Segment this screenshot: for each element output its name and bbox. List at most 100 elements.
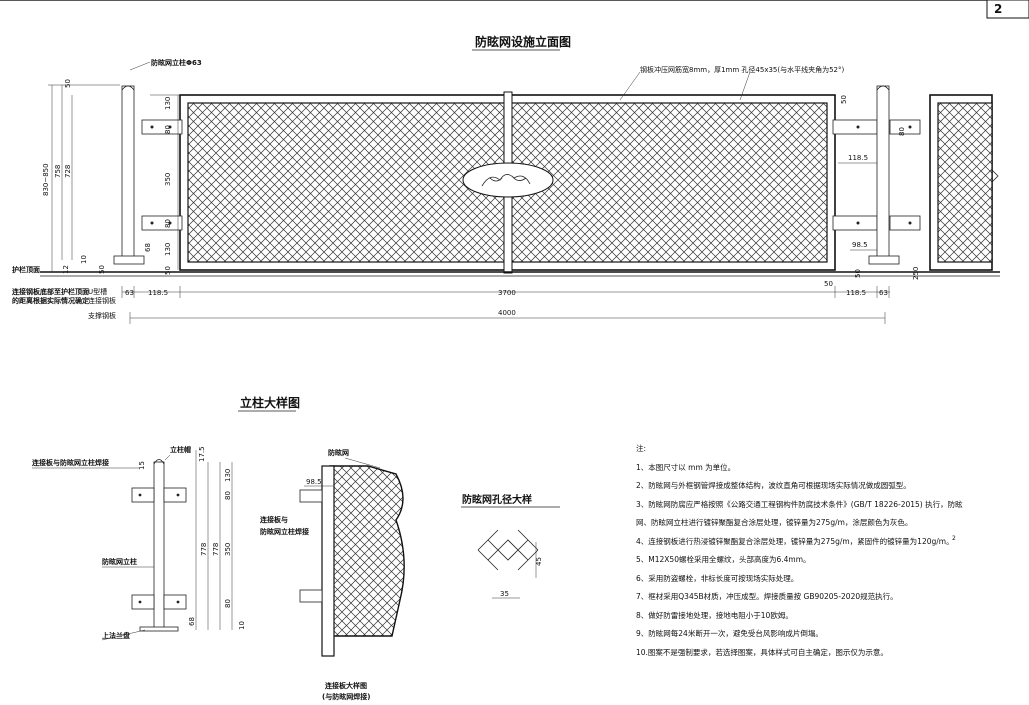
elevation-view: 防眩网设施立面图: [12, 34, 1000, 324]
dim-758: 758: [54, 165, 62, 178]
connect-plate-label: 连接钢板: [88, 296, 116, 305]
detail-post-label: 防眩网立柱: [102, 557, 137, 566]
plate-detail-dim: 98.5: [306, 478, 322, 486]
u-channel-label: U型槽: [88, 287, 107, 296]
plate-detail-caption-1: 连接板大样图: [325, 681, 367, 690]
plate-detail-connector-1: [299, 489, 323, 503]
dim-130-a: 130: [164, 97, 172, 110]
bolt-icon: [150, 221, 154, 225]
dim-12: 12: [62, 265, 70, 274]
left-plate-bottom: [141, 215, 183, 231]
dim-728: 728: [64, 165, 72, 178]
dim-50-d: 50: [164, 266, 172, 275]
bolt-icon: [176, 600, 180, 604]
leader-mesh-2: [739, 71, 751, 101]
detail-plate-l2: [131, 594, 155, 610]
dim-50-right: 50: [840, 95, 848, 104]
leader-plate-mesh: [344, 457, 381, 469]
bolt-icon: [168, 125, 172, 129]
plate-detail-weld-1: 连接板与: [260, 515, 288, 524]
bolt-icon: [856, 125, 860, 129]
right-plate-top-2: [889, 119, 921, 135]
plate-detail-view: 98.5 防眩网 连接板与 防眩网立柱焊接 连接板大样图 (与防眩网焊接): [260, 448, 405, 701]
dim-4000: 4000: [498, 309, 516, 317]
elevation-title: 防眩网设施立面图: [475, 34, 571, 49]
page-number-box: [986, 0, 1029, 19]
note-3: 3、防眩网防腐应严格按照《公路交通工程钢构件防腐技术条件》(GB/T 18226…: [636, 499, 963, 509]
dim-350: 350: [164, 173, 172, 186]
dim-118-right: 118.5: [848, 154, 868, 162]
bolt-icon: [150, 125, 154, 129]
plate-detail-caption-2: (与防眩网焊接): [322, 692, 370, 701]
connection-label-1: 连接钢板底部至护栏顶面: [12, 287, 89, 296]
dim-total: 830~850: [42, 163, 50, 196]
dim-10: 10: [80, 255, 88, 264]
break-mark: [991, 169, 999, 183]
dim-118-bottom: 118.5: [846, 289, 866, 297]
post-label: 防眩网立柱Φ63: [151, 58, 202, 67]
hole-detail-title: 防眩网孔径大样: [462, 493, 532, 506]
support-plate-label: 支撑钢板: [88, 311, 116, 320]
note-3-cont: 网、防眩网立柱进行镀锌聚酯复合涂层处理，镀锌量为275g/m，涂层颜色为灰色。: [636, 517, 912, 527]
detail-dim-15: 15: [138, 461, 146, 470]
detail-dim-350: 350: [224, 543, 232, 556]
note-4: 4、连接钢板进行热浸镀锌聚酯复合涂层处理，镀锌量为275g/m，紧固件的镀锌量为…: [636, 536, 954, 546]
note-7: 7、框材采用Q345B材质，冲压成型。焊接质量按 GB90205-2020规范执…: [636, 591, 898, 601]
left-post: [121, 85, 135, 262]
bolt-icon: [138, 600, 142, 604]
hole-detail-view: 防眩网孔径大样 45 35: [461, 493, 560, 599]
right-post-cap: [876, 85, 890, 91]
right-post-base: [868, 255, 900, 265]
leader-mesh: [619, 71, 641, 101]
detail-dim-778-b: 778: [212, 543, 220, 556]
dim-118-left: 118.5: [148, 289, 168, 297]
leader-post: [129, 61, 151, 71]
dim-98: 98.5: [852, 241, 868, 249]
next-mesh: [937, 102, 993, 263]
bolt-icon: [176, 493, 180, 497]
left-post-base: [113, 255, 145, 265]
detail-dim-778-a: 778: [200, 543, 208, 556]
plate-detail-weld-2: 防眩网立柱焊接: [260, 527, 309, 536]
bolt-icon: [856, 221, 860, 225]
note-superscript: 2: [952, 535, 956, 542]
plate-detail-mesh: [329, 465, 405, 637]
plate-detail-connector-2: [299, 589, 323, 603]
dim-50-rb: 50: [854, 269, 862, 278]
note-2: 2、防眩网与外框钢管焊接成整体结构，波纹直角可根据现场实际情况做成圆弧型。: [636, 480, 911, 490]
dim-50-c: 50: [98, 265, 106, 274]
right-plate-top: [832, 119, 878, 135]
detail-weld-label: 连接板与防眩网立柱焊接: [32, 458, 109, 467]
detail-plate-l1: [131, 487, 155, 503]
detail-post: [153, 461, 165, 631]
detail-plate-r2: [163, 594, 187, 610]
detail-dim-80-b: 80: [224, 599, 232, 608]
bolt-icon: [138, 493, 142, 497]
detail-flange: [139, 626, 179, 632]
dim-50-bottom: 50: [824, 280, 833, 288]
detail-cap-label: 立柱帽: [170, 445, 191, 454]
dim-63-right: 63: [879, 289, 888, 297]
hole-diamond-icon: [477, 529, 539, 571]
mesh-label: 钢板冲压网筋宽8mm，厚1mm 孔径45x35(与水平线夹角为52°): [640, 65, 845, 74]
connection-label-2: 的距离根据实际情况确定: [12, 296, 89, 305]
note-5: 5、M12X50螺栓采用全螺纹，头部高度为6.4mm。: [636, 554, 811, 564]
detail-dim-17-5: 17.5: [198, 446, 206, 462]
detail-dim-80-a: 80: [224, 491, 232, 500]
bolt-icon: [908, 221, 912, 225]
left-post-cap: [121, 85, 135, 91]
detail-plate-r1: [163, 487, 187, 503]
left-plate-top: [141, 119, 183, 135]
dim-130-b: 130: [164, 243, 172, 256]
note-6: 6、采用防盗螺栓，非标长度可按现场实际处理。: [636, 573, 798, 583]
dim-250: 250: [912, 267, 920, 280]
detail-flange-label: 上法兰盘: [102, 631, 130, 640]
leader-flange: [101, 629, 146, 641]
post-detail-view: 立柱大样图 15 17.5 130 80 350 80 778 778 10 6…: [32, 395, 300, 641]
dim-3700: 3700: [498, 289, 516, 297]
note-10: 10.图案不是强制要求，若选择图案，具体样式可自主确定，图示仅为示意。: [636, 647, 888, 657]
decorative-leaf-icon: [481, 174, 531, 187]
hole-dim-w: 35: [500, 590, 509, 598]
detail-dim-68: 68: [188, 617, 196, 626]
